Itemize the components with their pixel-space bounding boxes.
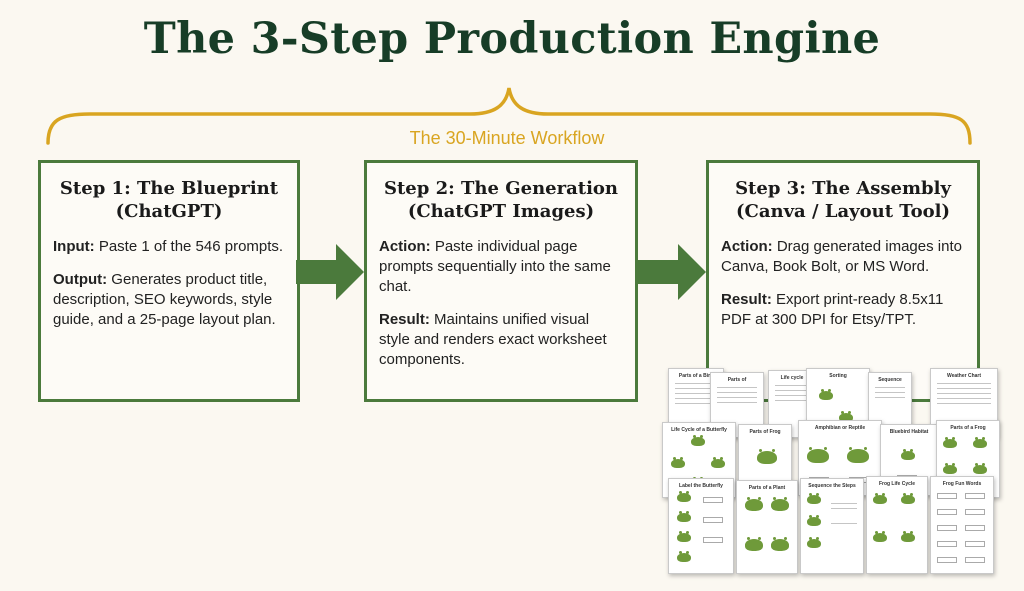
worksheet-thumbnail: Sequence the Steps: [800, 478, 864, 574]
step-2-title-line1: Step 2: The Generation: [383, 178, 618, 199]
step-1-title-line1: Step 1: The Blueprint: [59, 178, 279, 199]
worksheet-title: Life cycle: [780, 375, 804, 381]
step-2-result: Result: Maintains unified visual style a…: [379, 310, 623, 370]
step-1-output-text: Generates product title, description, SE…: [53, 271, 276, 328]
step-3-title: Step 3: The Assembly (Canva / Layout Too…: [721, 177, 965, 223]
step-2-action-text: Paste individual page prompts sequential…: [379, 238, 611, 295]
worksheet-title: Parts of a Plant: [748, 485, 786, 491]
arrow-right-icon: [296, 244, 364, 300]
worksheet-title: Frog Fun Words: [942, 481, 982, 487]
step-3-action-text: Drag generated images into Canva, Book B…: [721, 238, 962, 275]
worksheet-title: Parts of a Frog: [950, 425, 986, 431]
step-2-result-label: Result:: [379, 311, 430, 328]
step-2-title: Step 2: The Generation (ChatGPT Images): [379, 177, 623, 223]
step-1-title: Step 1: The Blueprint (ChatGPT): [53, 177, 285, 223]
step-1-output: Output: Generates product title, descrip…: [53, 270, 285, 330]
step-1-input-label: Input:: [53, 238, 95, 255]
worksheet-title: Parts of: [727, 377, 747, 383]
step-3-title-line1: Step 3: The Assembly: [735, 178, 951, 199]
worksheet-title: Weather Chart: [946, 373, 982, 379]
step-3-result-label: Result:: [721, 291, 772, 308]
worksheet-thumbnail: Label the Butterfly: [668, 478, 734, 574]
step-3-result-text: Export print-ready 8.5x11 PDF at 300 DPI…: [721, 291, 944, 328]
step-1-input-text: Paste 1 of the 546 prompts.: [94, 238, 284, 255]
step-1-output-label: Output:: [53, 271, 108, 288]
step-3-action-label: Action:: [721, 238, 773, 255]
worksheet-title: Sorting: [829, 373, 847, 379]
arrow-right-icon: [636, 244, 706, 300]
worksheet-thumbnail: Frog Fun Words: [930, 476, 994, 574]
step-1-title-line2: (ChatGPT): [115, 201, 223, 222]
worksheet-title: Sequence: [878, 377, 902, 383]
worksheet-title: Parts of a Bird: [678, 373, 714, 379]
step-1-input: Input: Paste 1 of the 546 prompts.: [53, 237, 285, 257]
worksheet-thumbnail: Frog Life Cycle: [866, 476, 928, 574]
step-3-action: Action: Drag generated images into Canva…: [721, 237, 965, 277]
worksheet-title: Bluebird Habitat: [889, 429, 929, 435]
step-3-title-line2: (Canva / Layout Tool): [736, 201, 950, 222]
step-2-box: Step 2: The Generation (ChatGPT Images) …: [364, 160, 638, 402]
worksheet-title: Amphibian or Reptile: [814, 425, 866, 431]
step-3-box: Step 3: The Assembly (Canva / Layout Too…: [706, 160, 980, 402]
step-2-result-text: Maintains unified visual style and rende…: [379, 311, 607, 368]
step-2-action: Action: Paste individual page prompts se…: [379, 237, 623, 297]
workflow-brace: [46, 87, 972, 145]
workflow-label: The 30-Minute Workflow: [409, 128, 605, 148]
worksheet-title: Life Cycle of a Butterfly: [671, 427, 727, 433]
worksheet-title: Sequence the Steps: [808, 483, 856, 489]
step-2-action-label: Action:: [379, 238, 431, 255]
worksheet-title: Frog Life Cycle: [878, 481, 916, 487]
step-2-title-line2: (ChatGPT Images): [407, 201, 595, 222]
page-title: The 3-Step Production Engine: [143, 14, 881, 64]
step-1-box: Step 1: The Blueprint (ChatGPT) Input: P…: [38, 160, 300, 402]
worksheet-thumbnail: Parts of a Plant: [736, 480, 798, 574]
step-3-result: Result: Export print-ready 8.5x11 PDF at…: [721, 290, 965, 330]
worksheet-title: Parts of Frog: [749, 429, 781, 435]
worksheet-title: Label the Butterfly: [679, 483, 723, 489]
